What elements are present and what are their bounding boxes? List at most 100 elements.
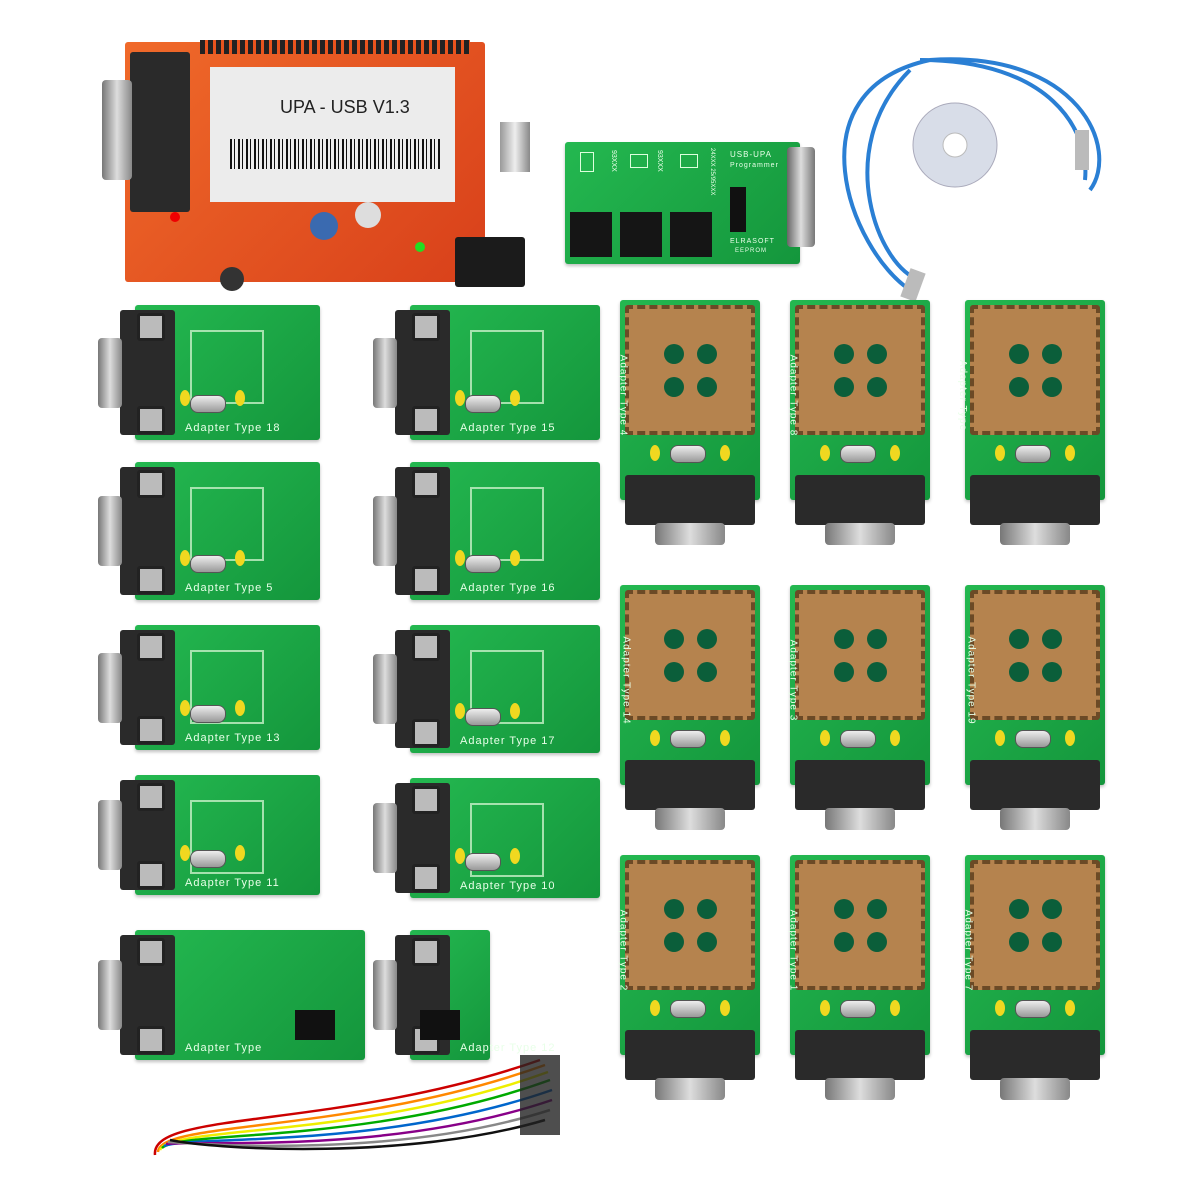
socket-hole bbox=[664, 377, 684, 397]
plcc-socket bbox=[625, 305, 755, 435]
chip-label-24xxx: 24XXX 25/95XXX bbox=[709, 148, 715, 196]
crystal bbox=[1015, 445, 1051, 463]
crystal bbox=[190, 555, 226, 573]
connector-shell bbox=[1000, 1078, 1070, 1100]
socket-hole bbox=[697, 932, 717, 952]
plcc-socket bbox=[795, 305, 925, 435]
cd-hole bbox=[942, 132, 968, 158]
socket-hole bbox=[834, 932, 854, 952]
adapter-label: Adapter Type 12 bbox=[460, 1042, 556, 1054]
socket-hole bbox=[1042, 629, 1062, 649]
capacitor bbox=[995, 445, 1005, 461]
plcc-socket bbox=[625, 860, 755, 990]
crystal bbox=[465, 708, 501, 726]
adapter-label: Adapter Type 3 bbox=[787, 639, 799, 722]
usb-upa-title: USB-UPA bbox=[730, 150, 772, 159]
adapter-label: Adapter Type 18 bbox=[185, 422, 281, 434]
usb-upa-subtitle: Programmer bbox=[730, 162, 779, 169]
connector-shell bbox=[373, 654, 397, 724]
db9-connector bbox=[625, 1030, 755, 1100]
socket-hole bbox=[1009, 662, 1029, 682]
pin-header bbox=[420, 1010, 460, 1040]
plcc-socket bbox=[795, 590, 925, 720]
connector-shell bbox=[373, 496, 397, 566]
socket-hole bbox=[1009, 344, 1029, 364]
crystal bbox=[1015, 730, 1051, 748]
capacitor bbox=[1065, 1000, 1075, 1016]
screw bbox=[137, 470, 165, 498]
crystal bbox=[465, 555, 501, 573]
usb-upa-programmer-board: 93XXX 93XXX 24XXX 25/95XXX USB-UPA Progr… bbox=[565, 142, 815, 264]
capacitor bbox=[720, 730, 730, 746]
usb-upa-eeprom: EEPROM bbox=[735, 248, 768, 254]
capacitor bbox=[720, 1000, 730, 1016]
capacitor bbox=[1065, 445, 1075, 461]
connector-shell bbox=[373, 960, 397, 1030]
capacitor bbox=[820, 1000, 830, 1016]
screw bbox=[137, 783, 165, 811]
jumper-wire-bundle bbox=[153, 1055, 560, 1156]
crystal bbox=[190, 850, 226, 868]
pcb-trace bbox=[470, 487, 544, 561]
pcb-trace bbox=[470, 650, 544, 724]
adapter-label: Adapter Type 2 bbox=[617, 909, 629, 992]
crystal bbox=[465, 853, 501, 871]
screw bbox=[412, 406, 440, 434]
connector-shell bbox=[98, 337, 122, 408]
capacitor bbox=[510, 848, 520, 864]
screw bbox=[412, 864, 440, 892]
connector-shell bbox=[655, 1078, 725, 1100]
crystal bbox=[1015, 1000, 1051, 1018]
socket-hole bbox=[664, 629, 684, 649]
capacitor bbox=[650, 730, 660, 746]
usb-connector bbox=[500, 122, 530, 172]
screw bbox=[412, 938, 440, 966]
pcb-trace bbox=[190, 650, 264, 724]
chip-outline bbox=[630, 154, 648, 168]
socket-hole bbox=[1042, 899, 1062, 919]
socket-hole bbox=[834, 662, 854, 682]
connector-shell bbox=[98, 496, 122, 566]
capacitor bbox=[455, 848, 465, 864]
capacitor bbox=[180, 700, 190, 716]
adapter-label: Adapter Type 1 bbox=[787, 909, 799, 992]
crystal bbox=[840, 1000, 876, 1018]
connector-shell bbox=[98, 960, 122, 1030]
chip-outline bbox=[680, 154, 698, 168]
screw bbox=[137, 716, 165, 744]
upa-usb-main-board: UPA - USB V1.3 bbox=[95, 12, 530, 291]
usb-plug bbox=[1075, 130, 1089, 170]
capacitor bbox=[995, 1000, 1005, 1016]
pcb-trace bbox=[470, 803, 544, 877]
pin-header bbox=[200, 40, 470, 54]
crystal bbox=[190, 395, 226, 413]
pcb-trace bbox=[190, 330, 264, 404]
socket-hole bbox=[697, 662, 717, 682]
capacitor bbox=[455, 703, 465, 719]
adapter-label: Adapter Type 7 bbox=[962, 909, 974, 992]
connector-shell bbox=[98, 800, 122, 870]
socket-hole bbox=[697, 629, 717, 649]
db9-connector bbox=[795, 1030, 925, 1100]
connector-shell bbox=[655, 523, 725, 545]
adapter-label: Adapter Type 19 bbox=[965, 636, 977, 725]
led bbox=[415, 242, 425, 252]
connector-shell bbox=[825, 523, 895, 545]
db9-connector bbox=[970, 1030, 1100, 1100]
db9-connector bbox=[625, 760, 755, 830]
crystal bbox=[670, 730, 706, 748]
capacitor bbox=[510, 390, 520, 406]
adapter-label: Adapter Type 17 bbox=[460, 735, 556, 747]
socket-hole bbox=[834, 899, 854, 919]
screw bbox=[412, 470, 440, 498]
barcode bbox=[230, 139, 440, 169]
capacitor bbox=[890, 445, 900, 461]
capacitor bbox=[235, 550, 245, 566]
capacitor bbox=[650, 1000, 660, 1016]
socket-hole bbox=[867, 344, 887, 364]
screw bbox=[412, 786, 440, 814]
screw bbox=[412, 313, 440, 341]
pcb-trace bbox=[190, 487, 264, 561]
adapter-label: Adapter Type 14 bbox=[620, 636, 632, 725]
eeprom-socket bbox=[570, 212, 612, 257]
